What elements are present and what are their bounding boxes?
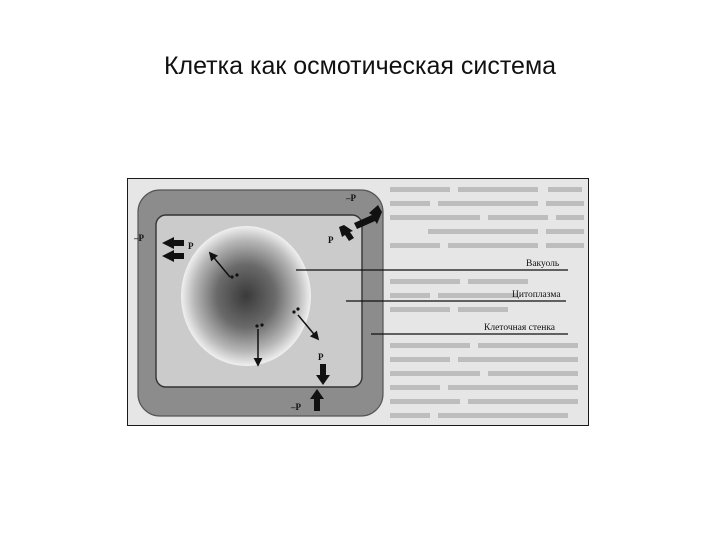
vacuole-pressure-arrows [208, 251, 320, 367]
background-text [390, 187, 584, 418]
p-top-right-neg: –P [345, 193, 357, 203]
p-bottom-neg: –P [290, 402, 302, 412]
p-top-right-pos: P [328, 235, 334, 245]
arrow-top-right-inner [339, 225, 354, 241]
arrow-bottom-inner [316, 364, 330, 385]
vacuole [181, 226, 311, 366]
p-left-neg: –P [133, 233, 145, 243]
label-vacuole: Вакуоль [526, 259, 560, 269]
slide-title: Клетка как осмотическая система [163, 52, 557, 80]
cell-diagram-svg: Вакуоль Цитоплазма Клеточная стенка –P P… [133, 187, 584, 418]
arrow-left-inner [162, 237, 184, 249]
arrow-left-outer [162, 250, 184, 262]
label-leader-lines [296, 269, 568, 335]
p-bottom-pos: P [318, 352, 324, 362]
cell-diagram: Вакуоль Цитоплазма Клеточная стенка –P P… [127, 178, 589, 426]
wall-pressure-arrows [162, 205, 382, 411]
label-cell-wall: Клеточная стенка [484, 323, 556, 333]
arrow-top-right-outer [354, 205, 382, 229]
arrow-bottom-outer [310, 389, 324, 411]
p-left-pos: P [188, 241, 194, 251]
label-cytoplasm: Цитоплазма [512, 290, 561, 300]
